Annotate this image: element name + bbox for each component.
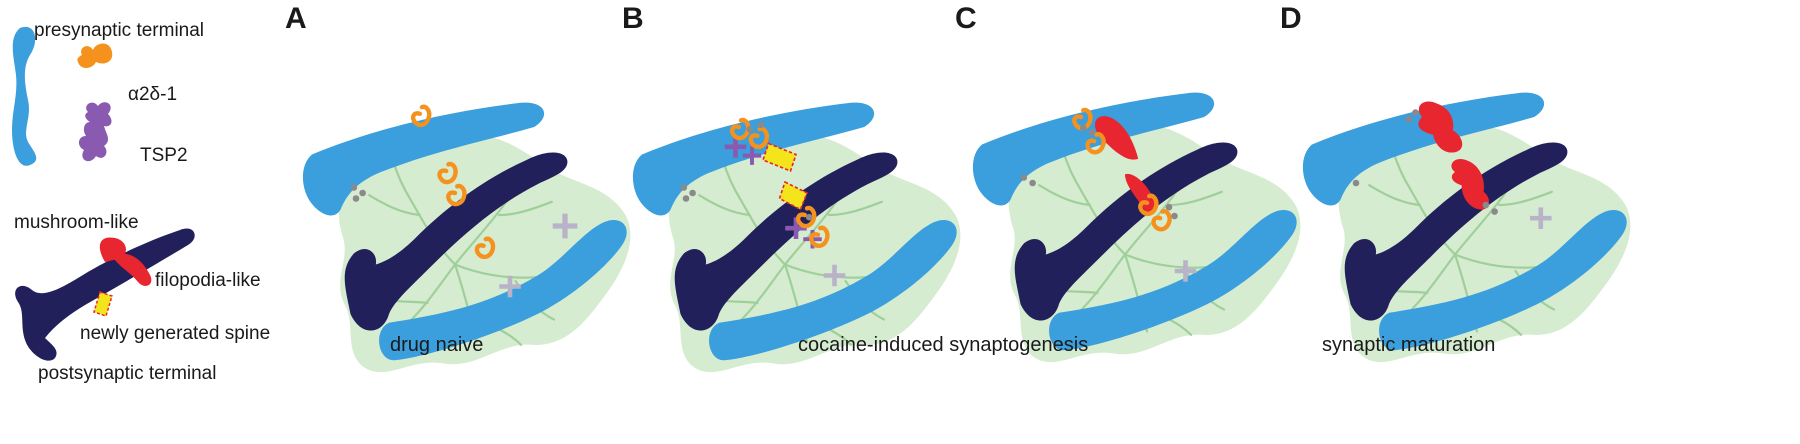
legend-postsynaptic-label: postsynaptic terminal xyxy=(38,363,217,384)
legend-presynaptic-shape xyxy=(12,26,37,166)
panel-letter-a: A xyxy=(285,2,307,35)
panel-letter-b: B xyxy=(622,2,644,35)
panel-a-art xyxy=(302,102,631,373)
legend-filopodia-label: filopodia-like xyxy=(155,270,261,291)
caption-maturation: synaptic maturation xyxy=(1322,334,1496,356)
caption-drug-naive: drug naive xyxy=(390,334,484,356)
legend-dendrite-shape xyxy=(15,228,195,361)
legend-tsp2-label: TSP2 xyxy=(140,145,188,166)
caption-synaptogenesis: cocaine-induced synaptogenesis xyxy=(798,334,1089,356)
legend-a2d1-label: α2δ-1 xyxy=(128,84,178,105)
panel-letter-c: C xyxy=(955,2,977,35)
panel-c-art xyxy=(972,92,1301,363)
panel-b-art xyxy=(632,102,961,373)
legend-presynaptic-label: presynaptic terminal xyxy=(34,20,205,41)
panel-d-art xyxy=(1302,92,1631,363)
panel-letter-d: D xyxy=(1280,2,1302,35)
legend-a2d1-icon xyxy=(77,43,113,68)
legend-newspine-label: newly generated spine xyxy=(80,323,271,344)
legend-tsp2-icon xyxy=(78,102,112,162)
legend-mushroom-label: mushroom-like xyxy=(14,212,139,233)
